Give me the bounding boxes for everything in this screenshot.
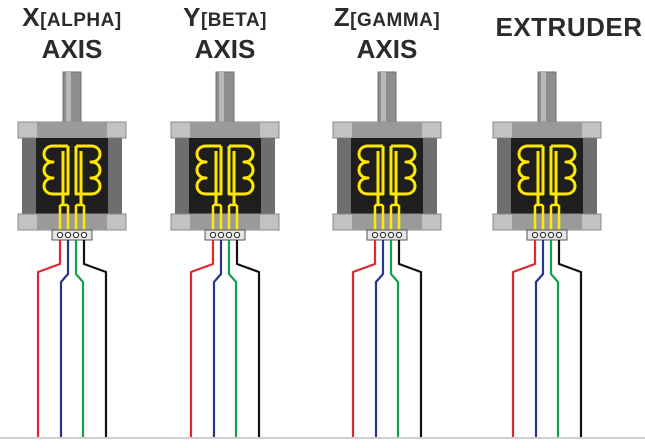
wire-red xyxy=(36,240,62,437)
motor-shaft xyxy=(537,71,557,123)
shaft-highlight xyxy=(219,72,224,122)
title-sub: [BETA] xyxy=(200,10,267,31)
top-flange-center xyxy=(37,122,107,138)
connector-block xyxy=(204,229,246,241)
connector-pin xyxy=(379,231,387,239)
coil-winding xyxy=(389,144,417,196)
motor-title-y: Y[BETA] AXIS xyxy=(150,4,300,62)
stepper-motor-x xyxy=(17,71,127,437)
bottom-flange-center xyxy=(37,214,107,230)
baseline-divider xyxy=(0,437,645,439)
stepper-motor-y xyxy=(170,71,280,437)
connector-block xyxy=(366,229,408,241)
wire-black xyxy=(397,240,423,437)
coil-winding xyxy=(549,144,577,196)
wire-red xyxy=(351,240,377,437)
title-main: EXTRUDER xyxy=(495,12,643,42)
wire-black xyxy=(557,240,583,437)
connector-pin xyxy=(233,231,241,239)
connector-pin xyxy=(395,231,403,239)
shaft-highlight xyxy=(66,72,71,122)
connector-pin xyxy=(64,231,72,239)
motor-title-x: X[ALPHA] AXIS xyxy=(0,4,147,62)
title-line2: AXIS xyxy=(356,34,418,64)
connector-pin xyxy=(547,231,555,239)
connector-pin xyxy=(80,231,88,239)
motor-title-extruder: EXTRUDER xyxy=(494,14,644,46)
wire-green xyxy=(389,240,400,437)
coil-winding xyxy=(74,144,102,196)
top-flange-center xyxy=(352,122,422,138)
title-line2: AXIS xyxy=(194,34,256,64)
wire-green xyxy=(74,240,85,437)
bottom-flange-center xyxy=(352,214,422,230)
connector-pin xyxy=(387,231,395,239)
wire-red xyxy=(189,240,215,437)
coil-winding xyxy=(357,144,385,196)
wire-green xyxy=(549,240,560,437)
connector-pin xyxy=(56,231,64,239)
shaft-highlight xyxy=(541,72,546,122)
coil-winding xyxy=(227,144,255,196)
wire-red xyxy=(511,240,537,437)
connector-pin xyxy=(371,231,379,239)
coil-winding xyxy=(517,144,545,196)
title-main: X xyxy=(22,2,41,32)
wire-blue xyxy=(374,240,385,437)
wire-black xyxy=(235,240,261,437)
connector-pin xyxy=(225,231,233,239)
connector-pin xyxy=(539,231,547,239)
wire-blue xyxy=(59,240,70,437)
connector-block xyxy=(51,229,93,241)
wire-blue xyxy=(534,240,545,437)
motor-shaft xyxy=(62,71,82,123)
shaft-highlight xyxy=(381,72,386,122)
connector-pin xyxy=(555,231,563,239)
wire-green xyxy=(227,240,238,437)
coil-winding xyxy=(195,144,223,196)
wire-black xyxy=(82,240,108,437)
title-main: Y xyxy=(183,2,201,32)
stepper-motor-z xyxy=(332,71,442,437)
connector-block xyxy=(526,229,568,241)
motor-shaft xyxy=(215,71,235,123)
motor-shaft xyxy=(377,71,397,123)
title-sub: [ALPHA] xyxy=(40,10,122,31)
bottom-flange-center xyxy=(190,214,260,230)
stepper-motor-e xyxy=(492,71,602,437)
connector-pin xyxy=(209,231,217,239)
top-flange-center xyxy=(190,122,260,138)
connector-pin xyxy=(72,231,80,239)
wire-blue xyxy=(212,240,223,437)
connector-pin xyxy=(217,231,225,239)
coil-winding xyxy=(42,144,70,196)
bottom-flange-center xyxy=(512,214,582,230)
motor-title-z: Z[GAMMA] AXIS xyxy=(312,4,462,62)
title-line2: AXIS xyxy=(41,34,103,64)
title-main: Z xyxy=(333,2,351,32)
top-flange-center xyxy=(512,122,582,138)
connector-pin xyxy=(531,231,539,239)
title-sub: [GAMMA] xyxy=(350,10,441,31)
